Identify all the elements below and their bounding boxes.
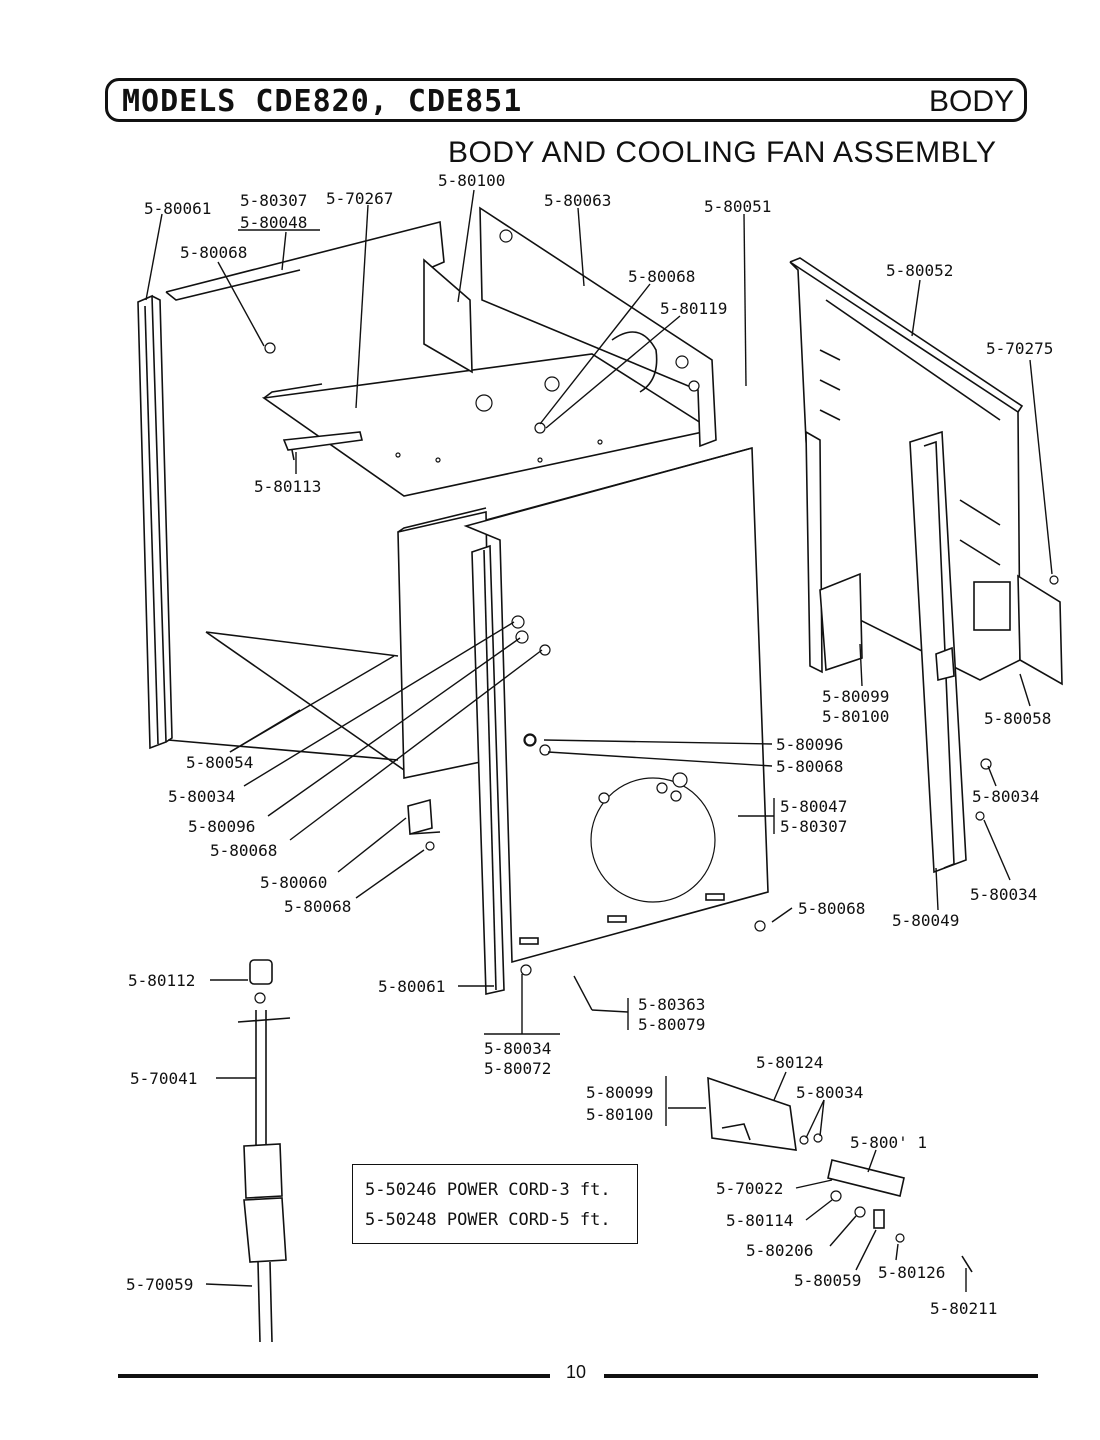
- label-5-80100-a: 5-80100: [822, 707, 889, 726]
- label-5-80100-top: 5-80100: [438, 171, 505, 190]
- part-number-labels: 5-80061 5-80307 5-80048 5-70267 5-80100 …: [126, 171, 1053, 1318]
- label-5-70041: 5-70041: [130, 1069, 197, 1088]
- label-5-80114: 5-80114: [726, 1211, 793, 1230]
- power-cord-3ft: 5-50246 POWER CORD-3 ft.: [365, 1180, 611, 1200]
- label-5-70267: 5-70267: [326, 189, 393, 208]
- section-label: BODY: [928, 85, 1014, 118]
- label-5-80068-l3: 5-80068: [284, 897, 351, 916]
- label-5-70059: 5-70059: [126, 1275, 193, 1294]
- label-5-80034-r1: 5-80034: [972, 787, 1039, 806]
- label-5-80034-r2: 5-80034: [970, 885, 1037, 904]
- label-5-80068-left: 5-80068: [180, 243, 247, 262]
- label-5-80051: 5-80051: [704, 197, 771, 216]
- label-5-80126: 5-80126: [878, 1263, 945, 1282]
- front-panel: [463, 446, 769, 964]
- label-5-80061-top: 5-80061: [144, 199, 211, 218]
- label-5-80054: 5-80054: [186, 753, 253, 772]
- label-5-80063: 5-80063: [544, 191, 611, 210]
- label-5-80060: 5-80060: [260, 873, 327, 892]
- front-box-panel: [205, 507, 491, 779]
- power-cord-assembly: [237, 959, 291, 1343]
- label-5-80113: 5-80113: [254, 477, 321, 496]
- label-5-80099-a: 5-80099: [822, 687, 889, 706]
- back-panel: [479, 206, 717, 448]
- label-5-80068-l2: 5-80068: [210, 841, 277, 860]
- label-5-80068-bot: 5-80068: [798, 899, 865, 918]
- left-side-panel: [165, 220, 445, 761]
- label-5-80307-mid: 5-80307: [780, 817, 847, 836]
- models-title: MODELS CDE820, CDE851: [122, 84, 523, 119]
- label-5-80034-fan: 5-80034: [796, 1083, 863, 1102]
- power-cord-table: 5-50246 POWER CORD-3 ft. 5-50248 POWER C…: [352, 1164, 638, 1244]
- footer-rule-left: [118, 1374, 550, 1378]
- label-5-80363: 5-80363: [638, 995, 705, 1014]
- label-5-80068-r: 5-80068: [776, 757, 843, 776]
- label-5-80211: 5-80211: [930, 1299, 997, 1318]
- fan-cover-panel: [789, 257, 1024, 681]
- label-5-80047: 5-80047: [780, 797, 847, 816]
- label-5-80072: 5-80072: [484, 1059, 551, 1078]
- label-5-80100-b: 5-80100: [586, 1105, 653, 1124]
- front-trim-strip: [471, 544, 505, 995]
- label-5-80096-r: 5-80096: [776, 735, 843, 754]
- label-5-80112: 5-80112: [128, 971, 195, 990]
- label-5-80059: 5-80059: [794, 1271, 861, 1290]
- fan-bracket-group: [707, 1076, 973, 1273]
- right-trim-strip: [909, 430, 967, 874]
- label-5-70275: 5-70275: [986, 339, 1053, 358]
- channel-bracket: [282, 431, 363, 461]
- label-5-80052: 5-80052: [886, 261, 953, 280]
- label-5-80124: 5-80124: [756, 1053, 823, 1072]
- left-trim-strip: [137, 294, 173, 750]
- label-5-80079: 5-80079: [638, 1015, 705, 1034]
- label-5-80058: 5-80058: [984, 709, 1051, 728]
- label-5-80034-l: 5-80034: [168, 787, 235, 806]
- small-bracket-80060: [407, 798, 441, 836]
- leader-lines: [145, 189, 1053, 1292]
- power-cord-5ft: 5-50248 POWER CORD-5 ft.: [365, 1210, 611, 1230]
- label-5-80307-top: 5-80307: [240, 191, 307, 210]
- label-5-80001: 5-800' 1: [850, 1133, 927, 1152]
- label-5-80099-b: 5-80099: [586, 1083, 653, 1102]
- top-small-bracket: [423, 258, 473, 374]
- diagram-subtitle: BODY AND COOLING FAN ASSEMBLY: [448, 136, 997, 169]
- label-5-80061-bot: 5-80061: [378, 977, 445, 996]
- label-5-80034-bot: 5-80034: [484, 1039, 551, 1058]
- center-fan-bracket: [805, 430, 863, 674]
- label-5-80096-l: 5-80096: [188, 817, 255, 836]
- footer-rule-right: [604, 1374, 1038, 1378]
- top-shelf-plate: [261, 353, 715, 497]
- right-side-piece: [1017, 574, 1063, 686]
- page-number: 10: [566, 1362, 587, 1382]
- label-5-80048-top: 5-80048: [240, 213, 307, 232]
- label-5-70022: 5-70022: [716, 1179, 783, 1198]
- header-banner: MODELS CDE820, CDE851 BODY: [105, 78, 1027, 122]
- screw-set: [264, 342, 1059, 976]
- label-5-80068-mid: 5-80068: [628, 267, 695, 286]
- label-5-80049: 5-80049: [892, 911, 959, 930]
- label-5-80206: 5-80206: [746, 1241, 813, 1260]
- label-5-80119: 5-80119: [660, 299, 727, 318]
